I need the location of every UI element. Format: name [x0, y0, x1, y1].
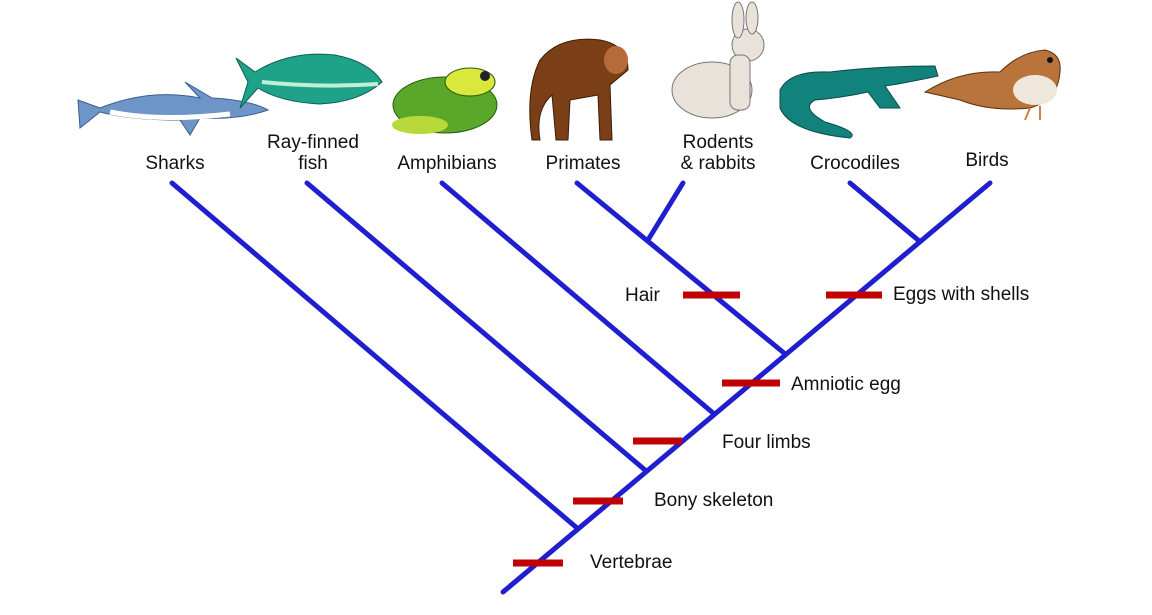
- trait-label-hair: Hair: [625, 285, 660, 306]
- taxon-label-line: fish: [298, 153, 328, 174]
- trait-label-eggs-with-shells: Eggs with shells: [893, 284, 1030, 305]
- rabbit-icon: [671, 1, 765, 119]
- trait-label-four-limbs: Four limbs: [722, 432, 811, 453]
- taxon-label-crocodiles: Crocodiles: [810, 153, 900, 174]
- trait-label-vertebrae: Vertebrae: [590, 552, 673, 573]
- taxon-label-primates: Primates: [545, 153, 621, 174]
- branch-crocodiles: [847, 180, 921, 243]
- taxon-label-ray-finned-fish: Ray-finned fish: [267, 132, 359, 174]
- crocodile-icon: [779, 65, 939, 139]
- primate-icon: [529, 38, 629, 141]
- taxon-label-sharks: Sharks: [145, 153, 205, 174]
- trait-label-bony-skeleton: Bony skeleton: [654, 490, 774, 511]
- shark-icon: [77, 81, 270, 136]
- branch-sharks: [169, 180, 580, 531]
- taxon-label-amphibians: Amphibians: [397, 153, 497, 174]
- main-stem: [500, 180, 993, 595]
- taxon-label-line: Ray-finned: [267, 132, 359, 153]
- taxon-label-line: Rodents: [682, 132, 754, 153]
- taxon-label-birds: Birds: [965, 150, 1009, 171]
- bird-icon: [923, 49, 1061, 121]
- branch-ray-finned-fish: [304, 180, 648, 473]
- taxon-label-line: & rabbits: [680, 153, 756, 174]
- fish-icon: [235, 53, 383, 109]
- trait-label-amniotic-egg: Amniotic egg: [791, 374, 901, 395]
- branch-primates: [574, 180, 787, 356]
- frog-icon: [392, 67, 498, 134]
- branch-amphibians: [439, 180, 716, 416]
- branch-rodents-rabbits: [645, 180, 686, 243]
- taxon-label-rodents-rabbits: Rodents & rabbits: [681, 132, 756, 174]
